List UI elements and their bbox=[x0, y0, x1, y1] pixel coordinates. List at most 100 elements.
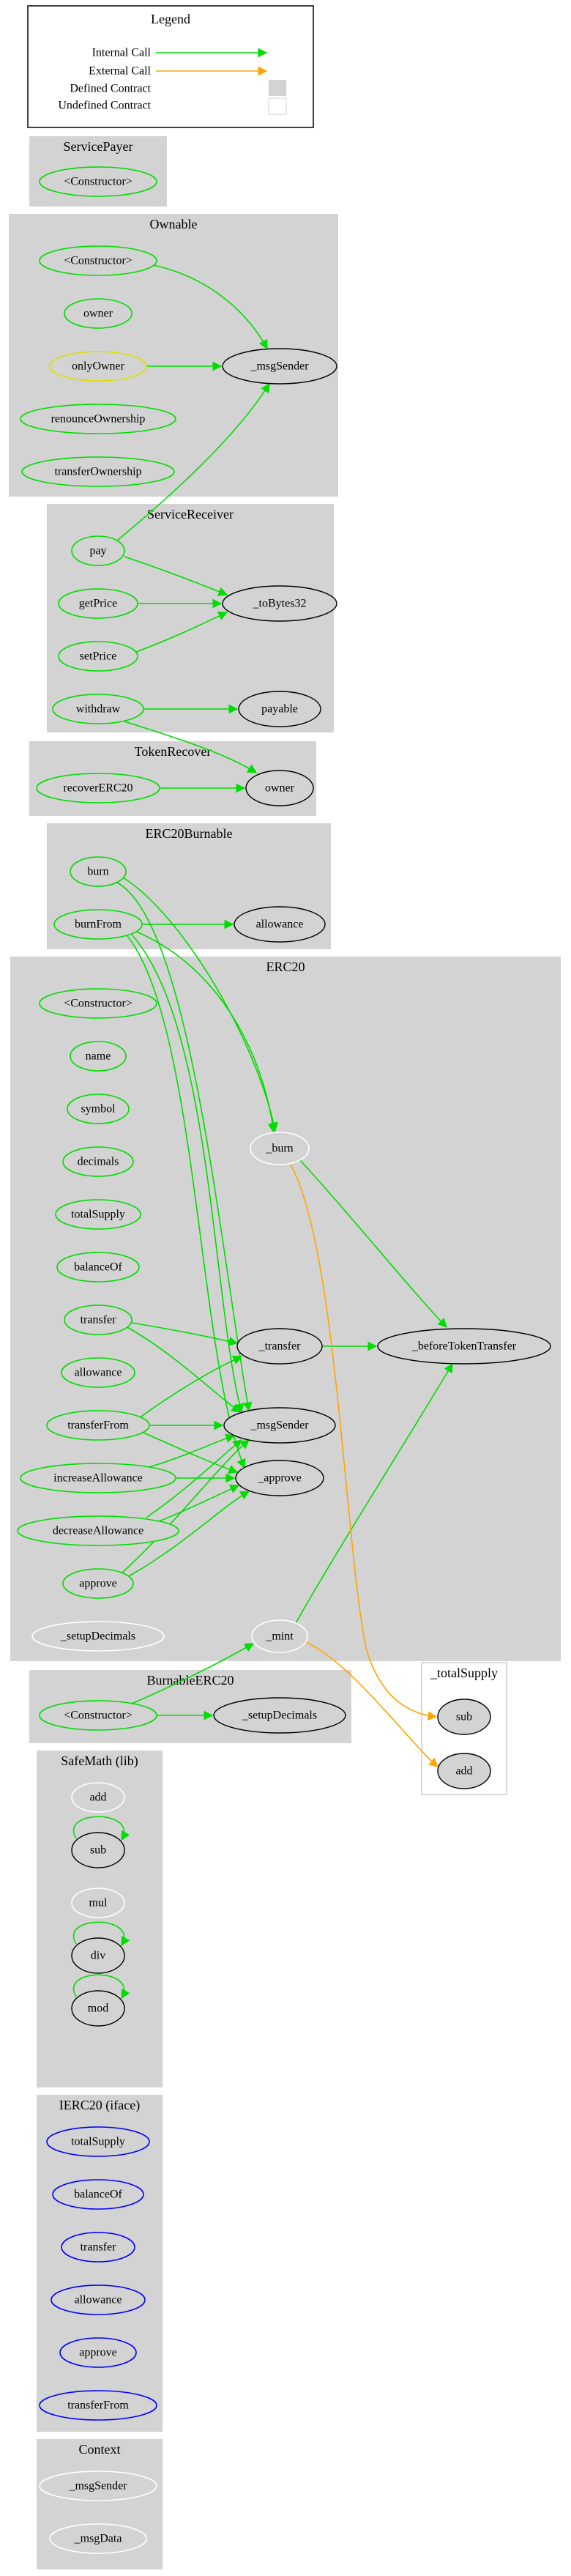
node-label: add bbox=[455, 1765, 472, 1778]
node-ellipse bbox=[437, 1699, 491, 1735]
node-label: getPrice bbox=[79, 598, 117, 610]
node-sr-tob: _toBytes32 bbox=[222, 585, 337, 622]
node-label: transfer bbox=[81, 2241, 117, 2254]
node-label: transfer bbox=[81, 1314, 117, 1326]
legend-undefined-swatch bbox=[268, 97, 287, 115]
node-eb-burnFrom: burnFrom bbox=[53, 909, 143, 940]
node-ellipse bbox=[71, 1990, 125, 2027]
node-label: <Constructor> bbox=[64, 1710, 133, 1722]
node-label: _setupDecimals bbox=[60, 1630, 135, 1643]
node-ellipse bbox=[58, 641, 138, 672]
node-ellipse bbox=[51, 2284, 146, 2315]
node-c-data: _msgData bbox=[49, 2523, 147, 2554]
node-ellipse bbox=[437, 1753, 491, 1789]
node-ow-renounce: renounceOwnership bbox=[20, 404, 176, 434]
node-e-bal: balanceOf bbox=[56, 1252, 140, 1283]
node-label: _msgSender bbox=[250, 1419, 309, 1432]
node-label: _burn bbox=[265, 1143, 293, 1155]
node-label: div bbox=[91, 1950, 105, 1962]
node-ellipse bbox=[58, 588, 138, 619]
node-label: _mint bbox=[265, 1630, 294, 1643]
node-ellipse bbox=[235, 1460, 324, 1496]
legend-external-call: External Call bbox=[89, 65, 151, 78]
node-label: transferOwnership bbox=[54, 466, 141, 478]
node-label: owner bbox=[83, 308, 113, 320]
node-ellipse bbox=[64, 298, 133, 329]
node-ellipse bbox=[52, 694, 144, 724]
node-e-total: totalSupply bbox=[55, 1199, 141, 1230]
node-ellipse bbox=[61, 2232, 135, 2263]
edge-e-tf-to-e-itransfer bbox=[138, 1355, 243, 1419]
edge-sm-sub-to-sm-sub bbox=[73, 1816, 130, 1841]
node-label: add bbox=[89, 1792, 106, 1804]
node-c-msg: _msgSender bbox=[39, 2471, 157, 2501]
node-label: _msgData bbox=[74, 2533, 122, 2545]
node-tr-owner: owner bbox=[245, 770, 314, 806]
cluster-title-totalsupply: _totalSupply bbox=[430, 1666, 498, 1680]
node-ellipse bbox=[55, 1199, 141, 1230]
node-ellipse bbox=[62, 1146, 134, 1177]
node-label: withdraw bbox=[76, 703, 121, 716]
legend: Legend Internal Call External Call Defin… bbox=[27, 5, 314, 128]
node-e-iapprove: _approve bbox=[235, 1460, 324, 1496]
node-ellipse bbox=[39, 166, 157, 197]
node-label: mul bbox=[89, 1897, 108, 1909]
node-be-setup: _setupDecimals bbox=[213, 1697, 346, 1734]
node-label: increaseAllowance bbox=[53, 1472, 143, 1485]
node-label: name bbox=[86, 1050, 111, 1063]
cluster-title-context: Context bbox=[79, 2442, 121, 2457]
edge-sr-withdraw-to-tr-owner bbox=[124, 721, 258, 773]
node-i-approve: approve bbox=[59, 2337, 137, 2368]
node-e-inc: increaseAllowance bbox=[20, 1463, 176, 1493]
node-label: sub bbox=[456, 1711, 472, 1723]
node-label: sub bbox=[90, 1844, 106, 1857]
node-label: burn bbox=[87, 866, 108, 878]
node-ellipse bbox=[49, 351, 147, 382]
node-ts-sub: sub bbox=[437, 1699, 491, 1735]
edge-sr-set-to-sr-tob bbox=[135, 612, 228, 653]
node-ellipse bbox=[52, 2179, 144, 2210]
node-ellipse bbox=[71, 1937, 125, 1974]
node-ellipse bbox=[61, 1357, 135, 1388]
edge-e-transfer-to-e-itransfer bbox=[131, 1322, 239, 1346]
node-e-itransfer: _transfer bbox=[236, 1328, 323, 1365]
edge-e-dec-to-e-iapprove bbox=[153, 1485, 240, 1524]
node-label: _beforeTokenTransfer bbox=[411, 1340, 517, 1353]
edge-e-dec-to-e-msg bbox=[146, 1439, 242, 1518]
node-label: approve bbox=[79, 2347, 117, 2359]
node-ellipse bbox=[71, 535, 125, 566]
edge-e-mint-to-ts-add bbox=[305, 1641, 438, 1767]
node-ellipse bbox=[245, 770, 314, 806]
node-ow-only: onlyOwner bbox=[49, 351, 147, 382]
node-tr-recover: recoverERC20 bbox=[36, 773, 160, 803]
node-ellipse bbox=[39, 988, 157, 1019]
node-ow-msg: _msgSender bbox=[222, 348, 337, 385]
node-i-bal: balanceOf bbox=[52, 2179, 144, 2210]
node-e-ctor: <Constructor> bbox=[39, 988, 157, 1019]
node-ellipse bbox=[222, 348, 337, 385]
edge-sm-div-to-sm-div bbox=[73, 1921, 130, 1947]
node-ellipse bbox=[59, 2337, 137, 2368]
legend-defined-swatch bbox=[269, 80, 286, 96]
edge-sr-pay-to-sr-tob bbox=[124, 556, 228, 596]
node-label: approve bbox=[79, 1578, 117, 1590]
edge-eb-burn-to-e-msg bbox=[116, 882, 253, 1412]
node-label: symbol bbox=[81, 1103, 116, 1116]
edge-e-approve-to-e-msg bbox=[121, 1439, 250, 1574]
node-label: balanceOf bbox=[74, 1261, 122, 1274]
node-ts-add: add bbox=[437, 1753, 491, 1789]
node-label: balanceOf bbox=[74, 2189, 122, 2201]
node-i-tf: transferFrom bbox=[39, 2390, 157, 2421]
node-ellipse bbox=[17, 1515, 179, 1546]
node-e-before: _beforeTokenTransfer bbox=[377, 1328, 551, 1365]
cluster-title-ierc20: IERC20 (iface) bbox=[59, 2098, 140, 2113]
cluster-title-erc20burnable: ERC20Burnable bbox=[146, 826, 233, 841]
node-ellipse bbox=[39, 1700, 157, 1731]
node-ellipse bbox=[251, 1619, 308, 1653]
node-label: <Constructor> bbox=[64, 998, 133, 1010]
node-ellipse bbox=[250, 1132, 310, 1165]
node-label: recoverERC20 bbox=[63, 782, 133, 795]
nodes: <Constructor> <Constructor> owner onlyOwner… bbox=[17, 166, 551, 2554]
node-e-dec: decreaseAllowance bbox=[17, 1515, 179, 1546]
